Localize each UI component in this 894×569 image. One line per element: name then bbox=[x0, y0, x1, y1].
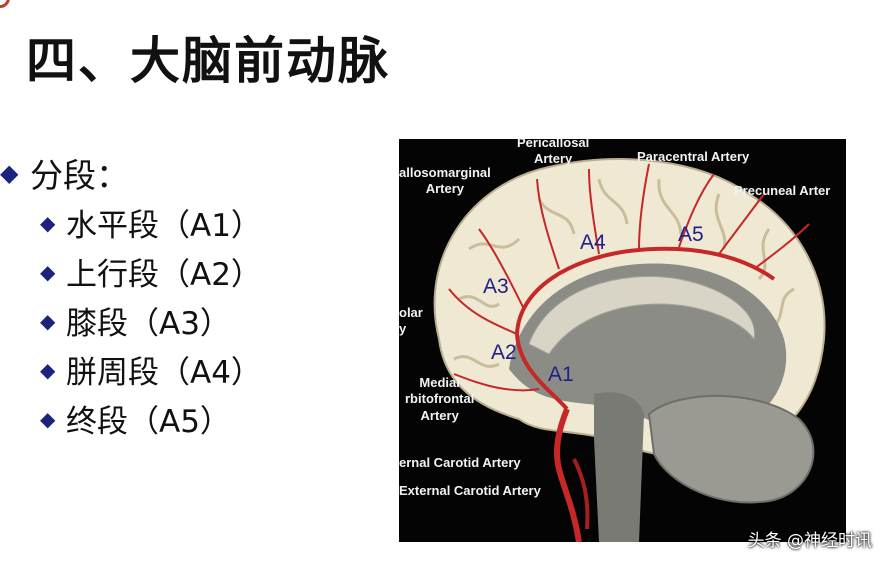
segment-label-a3: A3 bbox=[483, 275, 509, 298]
polar-artery-label: olar y bbox=[399, 305, 423, 337]
precuneal-artery-label: Precuneal Arter bbox=[734, 183, 831, 198]
internal-carotid-artery bbox=[554, 407, 582, 542]
segment-label-a5: A5 bbox=[678, 223, 704, 246]
segment-item-a1: ◆ 水平段（A1） bbox=[40, 198, 262, 247]
diamond-bullet-icon: ◆ bbox=[40, 210, 56, 235]
segment-text: 终段（A5） bbox=[66, 404, 231, 440]
brain-artery-illustration: Pericallosal Artery Paracentral Artery a… bbox=[399, 139, 846, 542]
brain-sagittal-drawing bbox=[433, 158, 826, 542]
segment-text: 胼周段（A4） bbox=[66, 355, 262, 391]
diamond-bullet-icon: ◆ bbox=[40, 357, 56, 382]
anterior-cerebral-artery bbox=[514, 246, 776, 411]
segment-label-a2: A2 bbox=[491, 341, 517, 364]
slide-title: 四、大脑前动脉 bbox=[26, 32, 390, 90]
segment-label-a4: A4 bbox=[580, 231, 606, 254]
segment-item-a2: ◆ 上行段（A2） bbox=[40, 247, 262, 296]
source-watermark: 头条 @神经时讯 bbox=[747, 531, 872, 551]
medial-orbitofrontal-artery-label: Medial rbitofrontal Artery bbox=[405, 375, 475, 423]
corpus-callosum bbox=[528, 276, 756, 355]
external-carotid-artery-label: External Carotid Artery bbox=[399, 483, 541, 498]
paracentral-artery-label: Paracentral Artery bbox=[637, 149, 750, 164]
diamond-bullet-icon: ◆ bbox=[40, 259, 56, 284]
outline-heading: 分段： bbox=[30, 156, 129, 195]
callosomarginal-artery-label: allosomarginal Artery bbox=[399, 165, 491, 197]
segment-item-a3: ◆ 膝段（A3） bbox=[40, 296, 262, 345]
segment-text: 水平段（A1） bbox=[66, 208, 262, 244]
corner-decoration bbox=[0, 0, 10, 8]
segment-label-a1: A1 bbox=[548, 363, 574, 386]
diamond-bullet-icon: ◆ bbox=[0, 159, 19, 187]
diamond-bullet-icon: ◆ bbox=[40, 406, 56, 431]
segment-text: 膝段（A3） bbox=[66, 306, 231, 342]
cerebellum bbox=[647, 394, 815, 504]
gyri-lines bbox=[453, 178, 795, 368]
segment-item-a5: ◆ 终段（A5） bbox=[40, 394, 262, 443]
segment-item-a4: ◆ 胼周段（A4） bbox=[40, 345, 262, 394]
external-carotid-artery bbox=[572, 458, 590, 530]
artery-branches bbox=[448, 163, 810, 392]
diamond-bullet-icon: ◆ bbox=[40, 308, 56, 333]
internal-carotid-artery-label: ernal Carotid Artery bbox=[399, 455, 521, 470]
segment-list: ◆ 水平段（A1） ◆ 上行段（A2） ◆ 膝段（A3） ◆ 胼周段（A4） ◆ bbox=[40, 198, 262, 443]
segment-outline: ◆ 分段： ◆ 水平段（A1） ◆ 上行段（A2） ◆ 膝段（A3） ◆ bbox=[0, 148, 262, 443]
segment-text: 上行段（A2） bbox=[66, 257, 262, 293]
outline-heading-item: ◆ 分段： ◆ 水平段（A1） ◆ 上行段（A2） ◆ 膝段（A3） ◆ bbox=[0, 148, 262, 443]
brainstem bbox=[594, 392, 644, 542]
pericallosal-artery-label: Pericallosal Artery bbox=[517, 139, 590, 167]
